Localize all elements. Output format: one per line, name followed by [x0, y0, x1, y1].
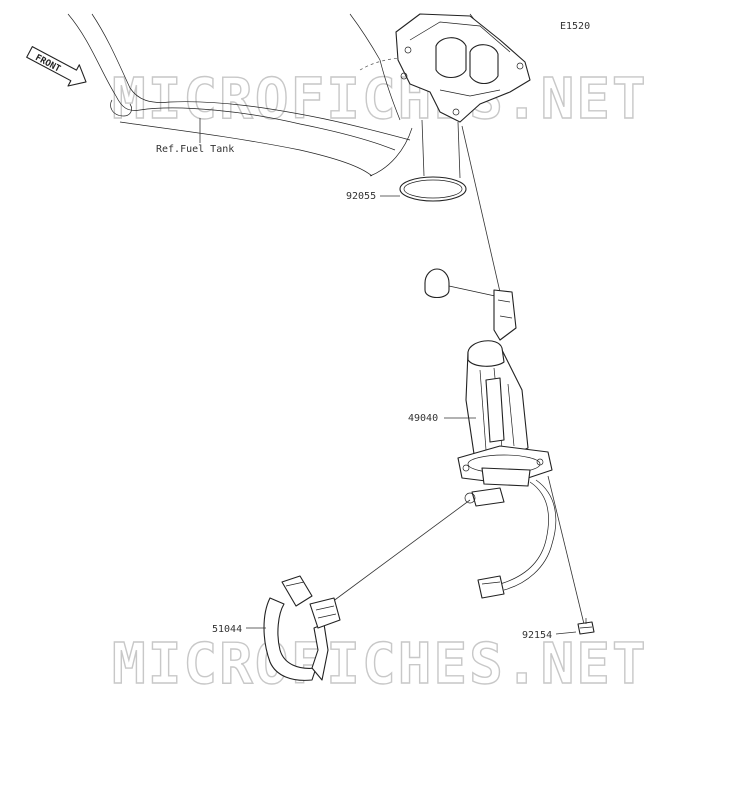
pump-mount-bracket	[395, 13, 531, 123]
ref-label-fuel-tank: Ref.Fuel Tank	[156, 144, 234, 155]
o-ring-92055	[399, 176, 467, 202]
front-arrow: FRONT	[26, 46, 87, 87]
part-label-92055: 92055	[346, 191, 376, 202]
watermark-top: MICROFICHES.NET	[112, 67, 648, 132]
part-label-92154: 92154	[522, 630, 552, 641]
diagram-code: E1520	[560, 21, 590, 32]
bolt-92154	[577, 618, 595, 635]
part-label-49040: 49040	[408, 413, 438, 424]
fuel-hose-51044	[263, 575, 341, 681]
part-label-51044: 51044	[212, 624, 242, 635]
watermark-bottom: MICROFICHES.NET	[112, 632, 648, 697]
fuel-pump-assembly-49040	[424, 268, 557, 599]
